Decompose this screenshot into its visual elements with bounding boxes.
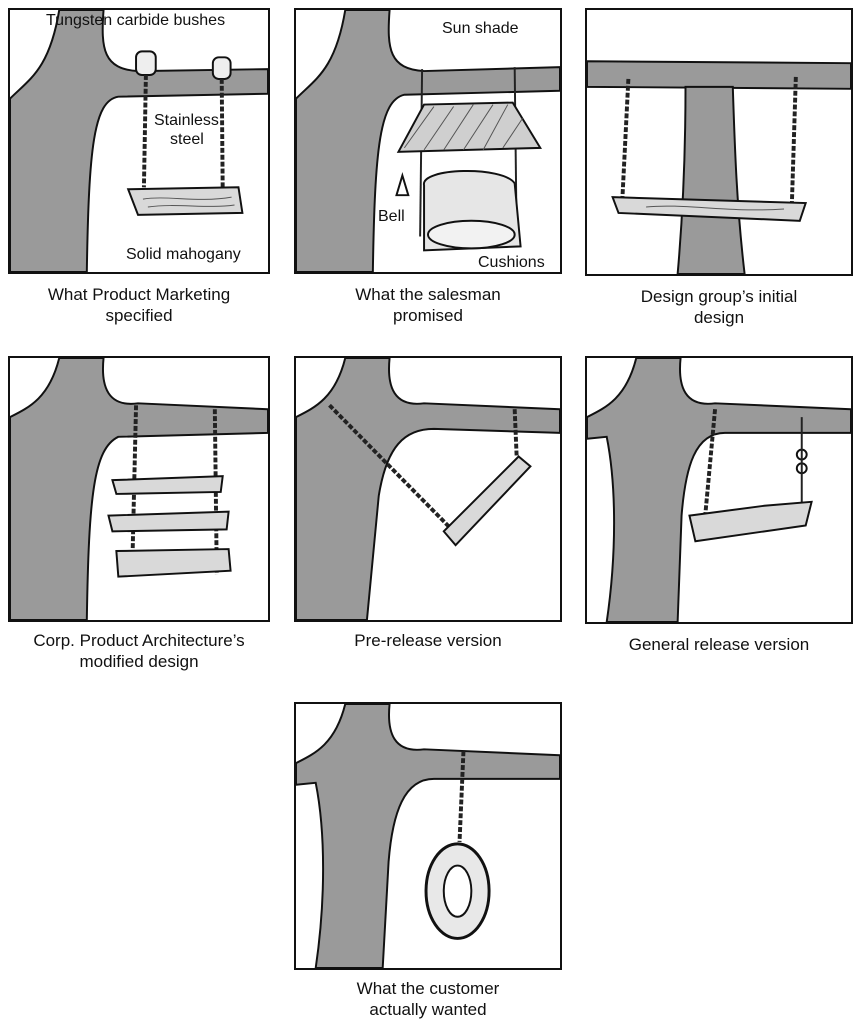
caption-pre-release: Pre-release version (354, 631, 502, 650)
swing-illustration-design-group (587, 60, 851, 274)
label-sun-shade: Sun shade (442, 20, 519, 37)
panel-architecture (8, 356, 270, 622)
swing-seat-3 (115, 548, 232, 578)
tree-trunk (296, 704, 560, 968)
panel-customer (294, 702, 562, 970)
swing-illustration-general-release (587, 358, 851, 622)
swing-seat-skewed (688, 500, 813, 543)
seat-cushion (427, 219, 516, 250)
swing-seat (611, 196, 808, 222)
tree-trunk (10, 358, 268, 620)
swing-illustration-salesman (296, 10, 560, 272)
swing-seat (126, 186, 244, 216)
tree-branch (587, 60, 851, 90)
swing-illustration-marketing (10, 10, 268, 272)
label-cushions: Cushions (478, 254, 545, 271)
bush-left (135, 50, 157, 77)
tree-trunk (587, 358, 851, 622)
swing-seat-1 (111, 475, 224, 495)
swing-illustration-pre-release (296, 358, 560, 620)
bell-icon (395, 172, 410, 197)
swing-seat-tilted (442, 455, 532, 547)
swing-seat-2 (107, 510, 230, 533)
panel-pre-release (294, 356, 562, 622)
panel-salesman: Sun shade Bell Cushions (294, 8, 562, 274)
tree-trunk (296, 358, 560, 620)
bush-right (211, 56, 232, 80)
tree-trunk (296, 10, 560, 272)
panel-product-marketing: Tungsten carbide bushes Stainless steel … (8, 8, 270, 274)
label-steel-line1: Stainless (154, 112, 219, 129)
sun-shade (396, 101, 543, 153)
tree-trunk (10, 10, 268, 272)
panel-general-release (585, 356, 853, 624)
label-steel-line2: steel (170, 131, 204, 148)
panel-design-group (585, 8, 853, 276)
tire-hole (442, 864, 473, 918)
label-bell: Bell (378, 208, 405, 225)
label-bushes: Tungsten carbide bushes (46, 12, 226, 29)
tree-trunk (676, 85, 746, 274)
swing-illustration-customer (296, 704, 560, 968)
label-seat: Solid mahogany (126, 246, 241, 263)
swing-illustration-architecture (10, 358, 268, 620)
caption-general-release: General release version (628, 635, 810, 654)
